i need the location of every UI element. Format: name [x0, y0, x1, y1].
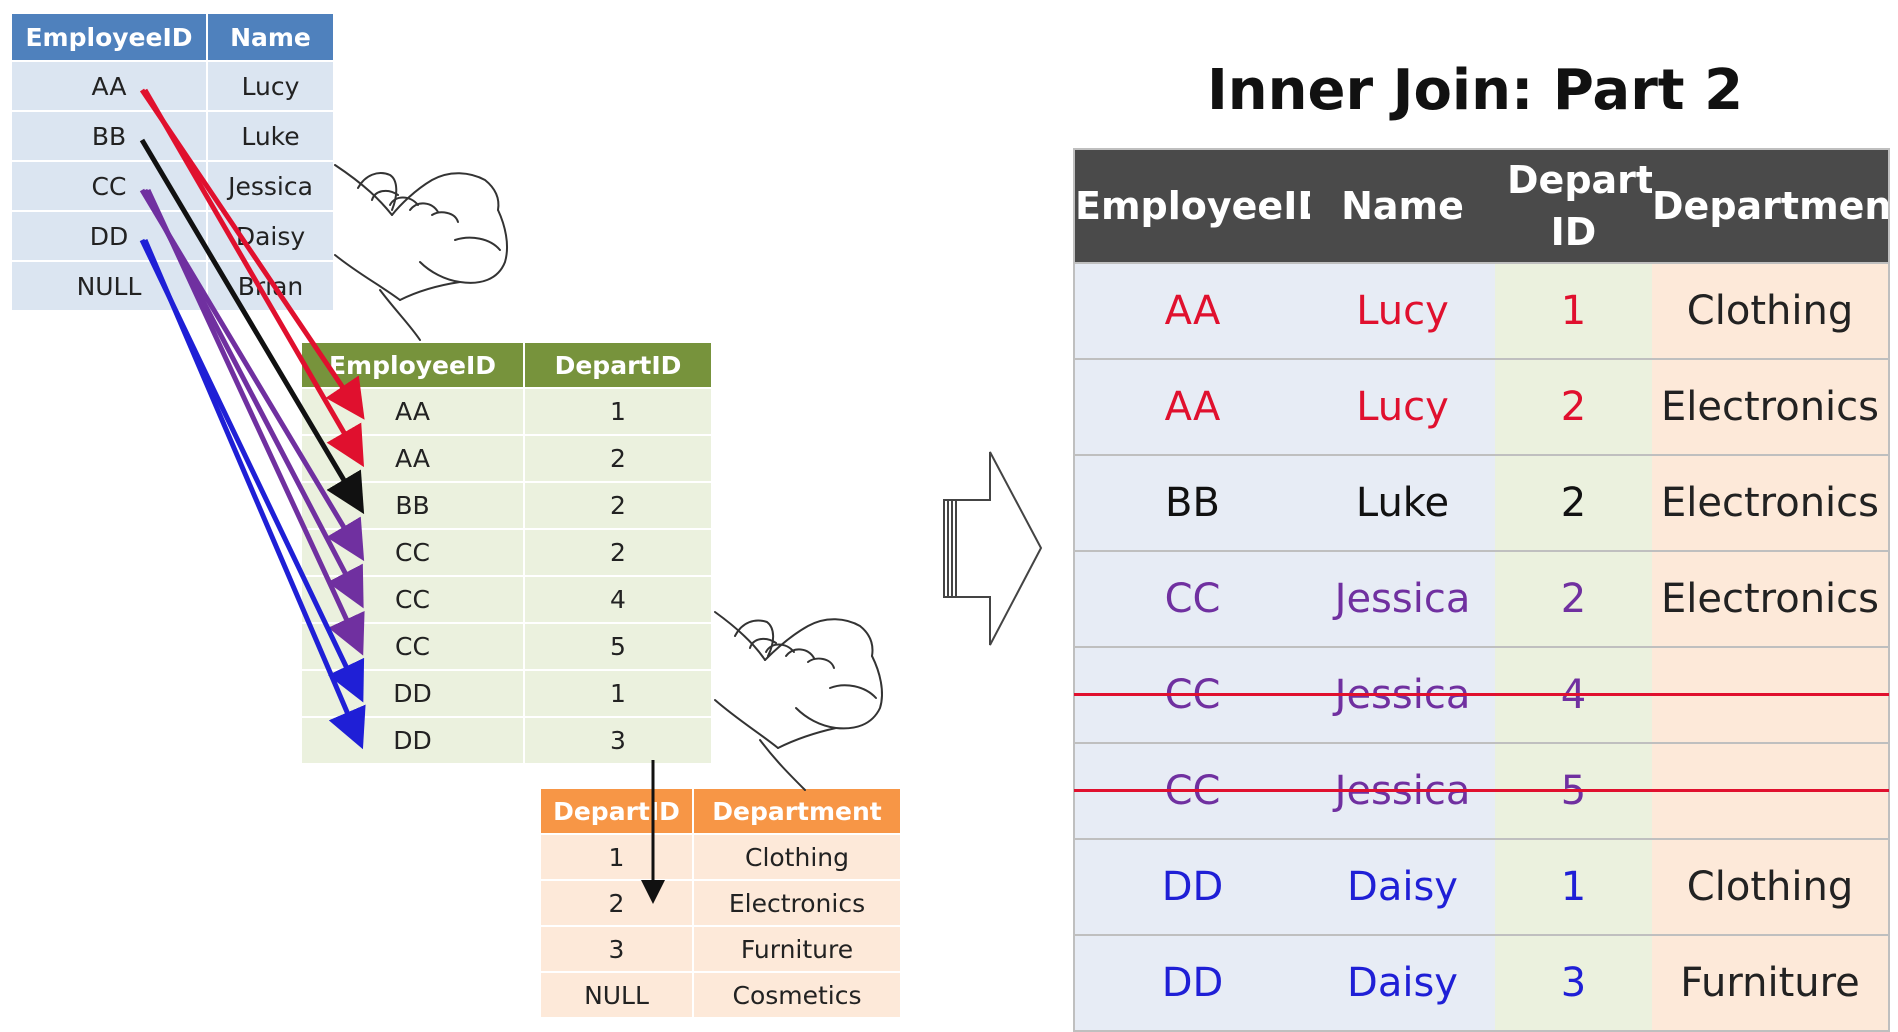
result-cell-name: Lucy: [1310, 358, 1495, 455]
result-cell-dept: Electronics: [1652, 454, 1889, 551]
result-cell-did: 2: [1495, 358, 1652, 455]
table-cell: Furniture: [693, 925, 902, 972]
table-cell: 1: [524, 669, 713, 717]
strikethrough-line: [1074, 789, 1889, 792]
table-cell: Clothing: [693, 833, 902, 880]
result-cell-dept: Electronics: [1652, 358, 1889, 455]
table-cell: Lucy: [207, 60, 335, 111]
connector-arrow: [145, 188, 365, 656]
result-cell-emp: AA: [1074, 358, 1310, 455]
table-cell: 4: [524, 575, 713, 623]
result-cell-did: 1: [1495, 262, 1652, 359]
result-header-departid: Depart ID: [1495, 149, 1652, 263]
table-cell: 3: [541, 925, 694, 972]
table-cell: AA: [12, 60, 208, 111]
table-cell: 2: [524, 528, 713, 576]
result-cell-emp: AA: [1074, 262, 1310, 359]
result-cell-emp: DD: [1074, 838, 1310, 935]
connector-arrows: [139, 88, 366, 750]
table-cell: BB: [12, 110, 208, 161]
result-cell-did: 1: [1495, 838, 1652, 935]
table-cell: 2: [541, 879, 694, 926]
result-cell-emp: CC: [1074, 550, 1310, 647]
result-cell-did: 2: [1495, 550, 1652, 647]
table-cell: 2: [524, 481, 713, 529]
result-cell-emp: BB: [1074, 454, 1310, 551]
table-cell: Cosmetics: [693, 971, 902, 1017]
result-cell-dept: Clothing: [1652, 262, 1889, 359]
result-cell-dept: Clothing: [1652, 838, 1889, 935]
result-cell-name: Jessica: [1310, 550, 1495, 647]
handshake-icon: [334, 164, 508, 341]
table-cell: Electronics: [693, 879, 902, 926]
result-cell-did: 2: [1495, 454, 1652, 551]
table-cell: Luke: [207, 110, 335, 161]
table-cell: 3: [524, 716, 713, 763]
result-cell-dept: Electronics: [1652, 550, 1889, 647]
result-cell-name: Luke: [1310, 454, 1495, 551]
department-header-departid: DepartID: [541, 789, 694, 834]
join-arrow-icon: [943, 451, 1043, 646]
table-cell: Jessica: [207, 160, 335, 211]
result-header-department: Department: [1652, 149, 1889, 263]
table-cell: NULL: [541, 971, 694, 1017]
table-cell: 1: [541, 833, 694, 880]
department-header-department: Department: [693, 789, 902, 834]
result-cell-dept: Furniture: [1652, 934, 1889, 1031]
table-cell: CC: [12, 160, 208, 211]
table-cell: 5: [524, 622, 713, 670]
page-title: Inner Join: Part 2: [1206, 58, 1744, 123]
link-header-departid: DepartID: [524, 343, 713, 388]
table-cell: 2: [524, 434, 713, 482]
result-cell-did: 3: [1495, 934, 1652, 1031]
connector-arrow: [142, 88, 365, 468]
table-cell: 1: [524, 387, 713, 435]
result-header-name: Name: [1310, 149, 1495, 263]
handshake-icon: [714, 611, 883, 791]
employee-header-employeeid: EmployeeID: [12, 14, 208, 61]
result-header-employeeid: EmployeeID: [1074, 149, 1310, 263]
result-cell-emp: DD: [1074, 934, 1310, 1031]
result-cell-name: Daisy: [1310, 934, 1495, 1031]
strikethrough-line: [1074, 693, 1889, 696]
result-cell-name: Lucy: [1310, 262, 1495, 359]
connector-arrow: [139, 138, 365, 515]
table-cell: NULL: [12, 260, 208, 310]
connector-arrow: [142, 239, 366, 750]
employee-header-name: Name: [207, 14, 335, 61]
result-cell-name: Daisy: [1310, 838, 1495, 935]
